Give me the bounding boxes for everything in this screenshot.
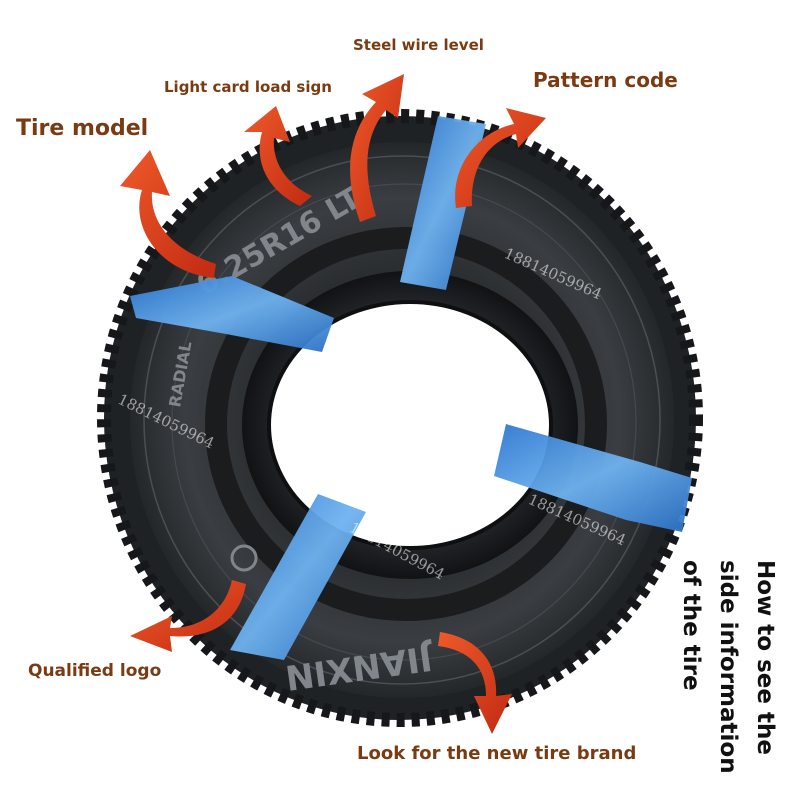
label-light-card-load-sign: Light card load sign	[164, 78, 332, 96]
bead	[205, 227, 607, 621]
certification-mark	[230, 544, 258, 572]
hole-edge	[267, 300, 553, 550]
wrap-bottom	[230, 494, 366, 660]
side-info-title: How to see the side information of the t…	[672, 560, 783, 774]
arrow-new-brand	[438, 632, 512, 734]
title-line: How to see the	[752, 560, 778, 755]
wrap-right	[494, 424, 692, 532]
sidewall-rib	[171, 183, 637, 661]
label-new-tire-brand: Look for the new tire brand	[357, 743, 637, 764]
wrap-top	[400, 116, 486, 290]
label-steel-wire-level: Steel wire level	[353, 36, 484, 54]
packaging-wraps	[130, 116, 692, 660]
arrow-tire-model	[120, 150, 216, 278]
tire	[97, 109, 703, 727]
arrow-steel-wire	[350, 74, 404, 222]
sidewall-rib	[143, 155, 661, 685]
title-line: side information	[715, 560, 741, 774]
label-tire-model: Tire model	[16, 116, 149, 141]
wrap-left	[130, 276, 334, 352]
arrow-pattern-code	[455, 108, 546, 208]
label-qualified-logo: Qualified logo	[28, 661, 162, 681]
title-line: of the tire	[678, 560, 704, 691]
tread-blocks	[97, 109, 703, 727]
center-hole	[270, 303, 550, 547]
callout-arrows	[120, 74, 546, 734]
arrow-qualified-logo	[130, 580, 246, 652]
arrow-light-card	[244, 106, 312, 206]
label-pattern-code: Pattern code	[533, 68, 678, 92]
